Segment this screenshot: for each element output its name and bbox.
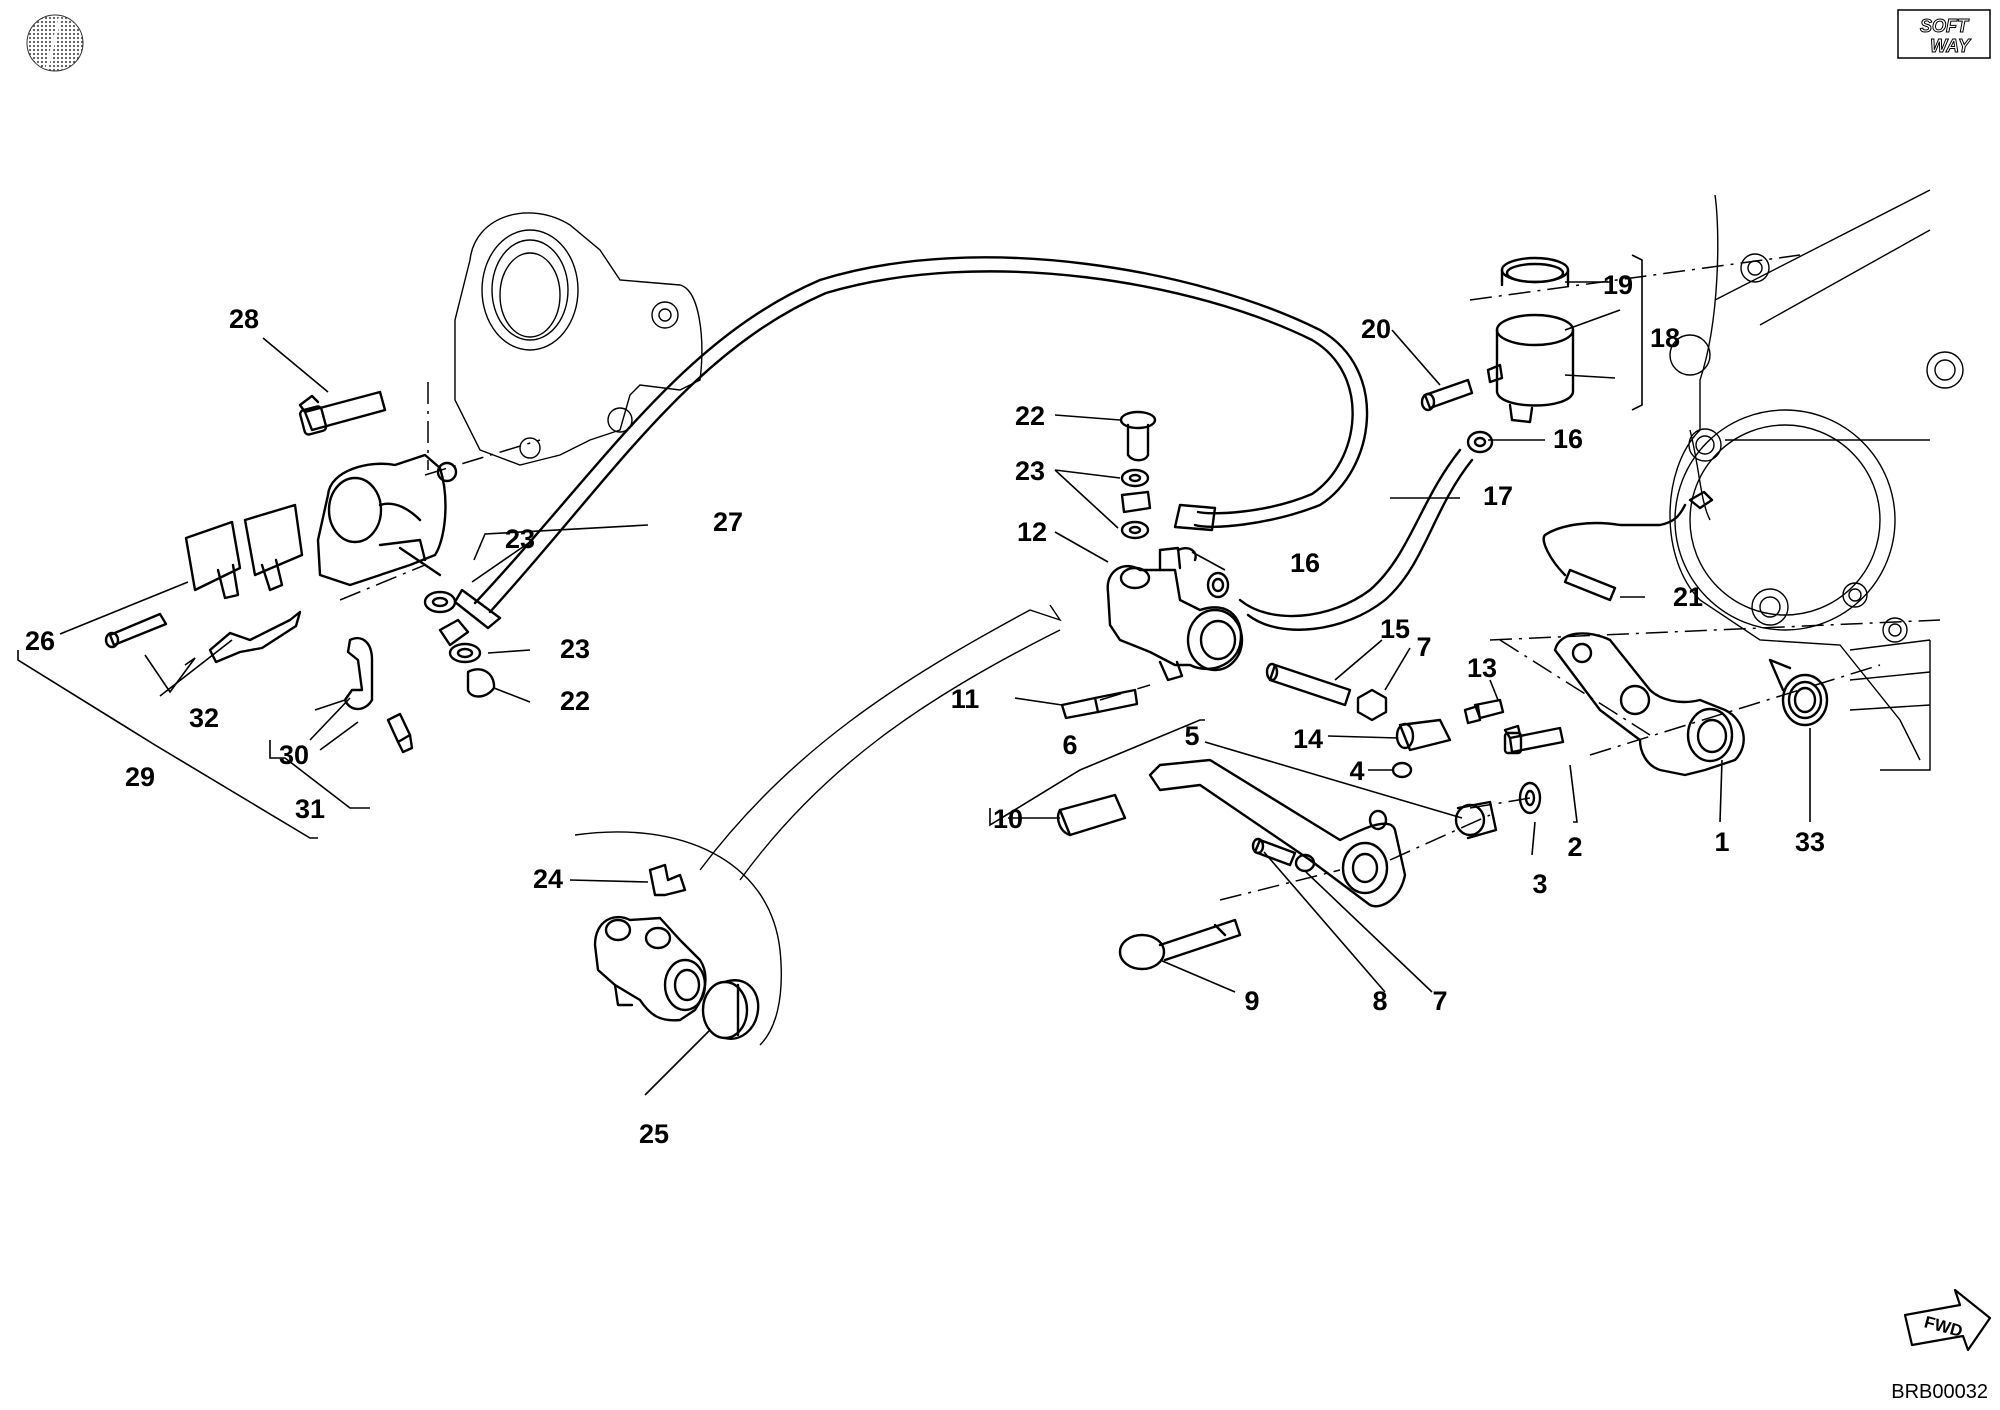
callout-24: 24 (533, 864, 563, 894)
callout-17: 17 (1483, 481, 1513, 511)
lever-pivot-bolt (1503, 724, 1565, 755)
brake-hose (453, 256, 1369, 630)
callout-1: 1 (1714, 827, 1729, 857)
forward-arrow-icon: FWD (1903, 1288, 1992, 1352)
callout-32: 32 (189, 703, 219, 733)
callout-7-upper: 7 (1416, 632, 1431, 662)
caliper-bracket-outline (454, 212, 703, 466)
footrest-bracket (1553, 632, 1745, 777)
callout-22-lower: 22 (560, 686, 590, 716)
callout-27: 27 (713, 507, 743, 537)
brake-pedal-lever (1148, 758, 1407, 908)
callout-11: 11 (951, 684, 980, 714)
callout-23-center: 23 (1015, 456, 1045, 486)
fluid-reservoir (1486, 256, 1575, 424)
pedal-rubber (1056, 793, 1127, 837)
callout-9: 9 (1244, 986, 1259, 1016)
callout-30: 30 (279, 740, 309, 770)
callout-7-lower: 7 (1432, 986, 1447, 1016)
engine-case-outline (1669, 189, 1964, 771)
callout-5: 5 (1184, 721, 1199, 751)
callout-8: 8 (1372, 986, 1387, 1016)
callout-16-lower: 16 (1290, 548, 1320, 578)
detail-inset-arc (574, 604, 1062, 1046)
mount-bolt (1060, 688, 1139, 720)
caliper-banjo-fittings (423, 590, 496, 698)
callout-20: 20 (1361, 314, 1391, 344)
retaining-clip (1391, 761, 1413, 779)
elbow-fitting (648, 863, 687, 897)
callout-16-upper: 16 (1553, 424, 1583, 454)
dust-boot (701, 979, 760, 1040)
callout-26: 26 (25, 626, 55, 656)
master-banjo-bolt (1119, 410, 1157, 540)
callout-12: 12 (1017, 517, 1047, 547)
callout-22-upper: 22 (1015, 401, 1045, 431)
callout-25: 25 (639, 1119, 669, 1149)
callout-31: 31 (295, 794, 325, 824)
inset-master-cylinder (593, 915, 707, 1022)
reservoir-hose (1238, 448, 1474, 631)
group-brackets (17, 254, 1643, 839)
hose-clamp-lower (1206, 571, 1230, 599)
pedal-pivot-bolt (1118, 918, 1242, 971)
callout-10: 10 (993, 804, 1023, 834)
lock-nut-upper (1356, 688, 1388, 722)
clevis-pin (1463, 698, 1505, 725)
callout-4: 4 (1349, 756, 1364, 786)
bleed-valve (386, 712, 414, 754)
rear-master-cylinder (1106, 546, 1244, 682)
corner-dot-icon (26, 14, 84, 72)
logo-line1: SOFT (1920, 16, 1970, 36)
pivot-stud (1265, 662, 1352, 707)
callout-21: 21 (1673, 582, 1703, 612)
hose-clamp-upper (1466, 430, 1494, 454)
reservoir-screw (1420, 378, 1474, 412)
adjuster-screw (1251, 837, 1297, 867)
pushrod-clevis (1395, 718, 1452, 752)
return-spring (1768, 658, 1829, 727)
pad-spring (208, 610, 302, 664)
callout-2: 2 (1567, 832, 1582, 862)
callout-13: 13 (1467, 653, 1497, 683)
callout-33: 33 (1795, 827, 1825, 857)
callout-23-upper: 23 (505, 524, 535, 554)
callout-15: 15 (1380, 614, 1410, 644)
logo-line2: WAY (1930, 36, 1972, 56)
brake-light-switch (1542, 490, 1714, 602)
callout-19: 19 (1603, 270, 1633, 300)
bleed-clip (343, 637, 374, 711)
caliper-bolt (298, 390, 387, 436)
brake-pads (184, 503, 304, 600)
callout-23-lower: 23 (560, 634, 590, 664)
drawing-code: BRB00032 (1891, 1381, 1988, 1403)
leader-lines (59, 281, 1811, 1096)
callout-28: 28 (229, 304, 259, 334)
softway-logo: SOFT WAY (1897, 9, 1991, 59)
callout-3: 3 (1532, 869, 1547, 899)
rear-brake-caliper (316, 453, 458, 587)
lock-nut-lower (1294, 853, 1316, 873)
callout-29: 29 (125, 762, 155, 792)
pad-pin (104, 612, 168, 649)
lever-bush (1454, 800, 1498, 840)
callout-14: 14 (1293, 724, 1323, 754)
callout-18: 18 (1650, 323, 1680, 353)
assembly-axis-lines (339, 254, 1941, 901)
callout-6: 6 (1062, 730, 1077, 760)
callout-labels: 1 2 3 4 5 6 7 7 8 9 10 11 12 13 14 15 16… (25, 270, 1825, 1149)
